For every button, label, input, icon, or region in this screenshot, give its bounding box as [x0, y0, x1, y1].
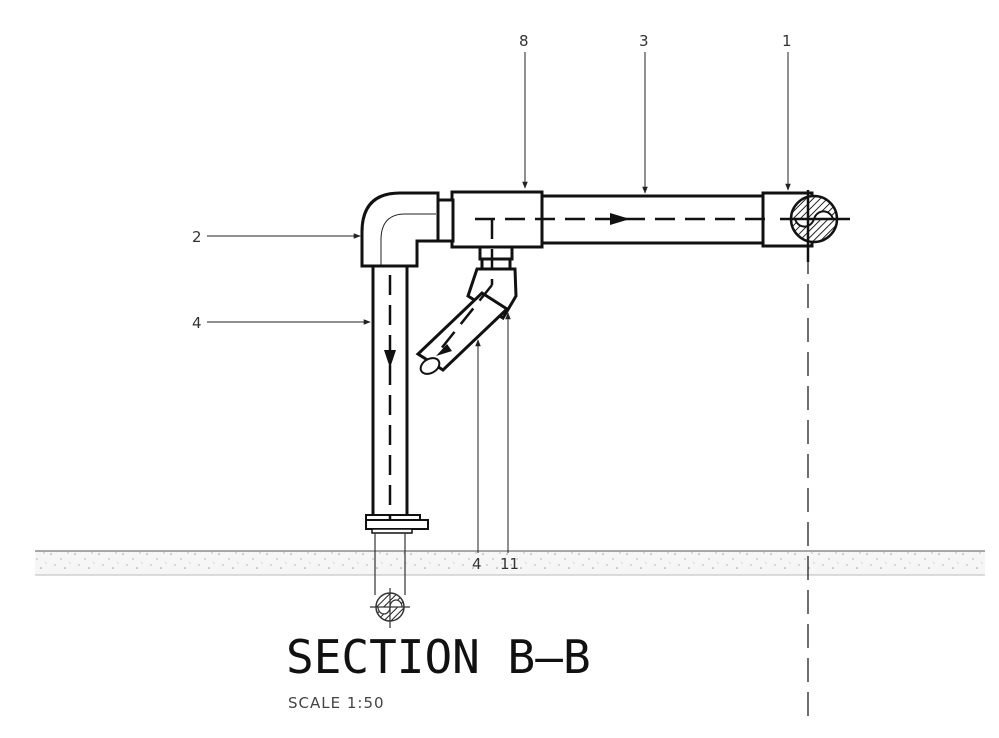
buried-pipe: [370, 533, 410, 628]
flow-lines: [384, 213, 765, 520]
vertical-pipe: [371, 264, 409, 518]
callout-11: 11: [500, 555, 519, 573]
tee-fitting: [450, 190, 544, 249]
scale-label: SCALE 1:50: [288, 694, 385, 712]
ground-layer: [35, 550, 985, 576]
callout-4-bottom: 4: [472, 555, 482, 573]
callout-2: 2: [192, 228, 202, 246]
elbow-fitting: [360, 191, 440, 268]
flange: [365, 514, 429, 534]
callout-1: 1: [782, 32, 792, 50]
callout-4-left: 4: [192, 314, 202, 332]
leader-lines: [207, 52, 791, 553]
end-cap-section: [780, 190, 850, 262]
callout-3: 3: [639, 32, 649, 50]
callout-8: 8: [519, 32, 529, 50]
branch-outlet: [415, 245, 518, 375]
section-title: SECTION B—B: [286, 630, 591, 684]
